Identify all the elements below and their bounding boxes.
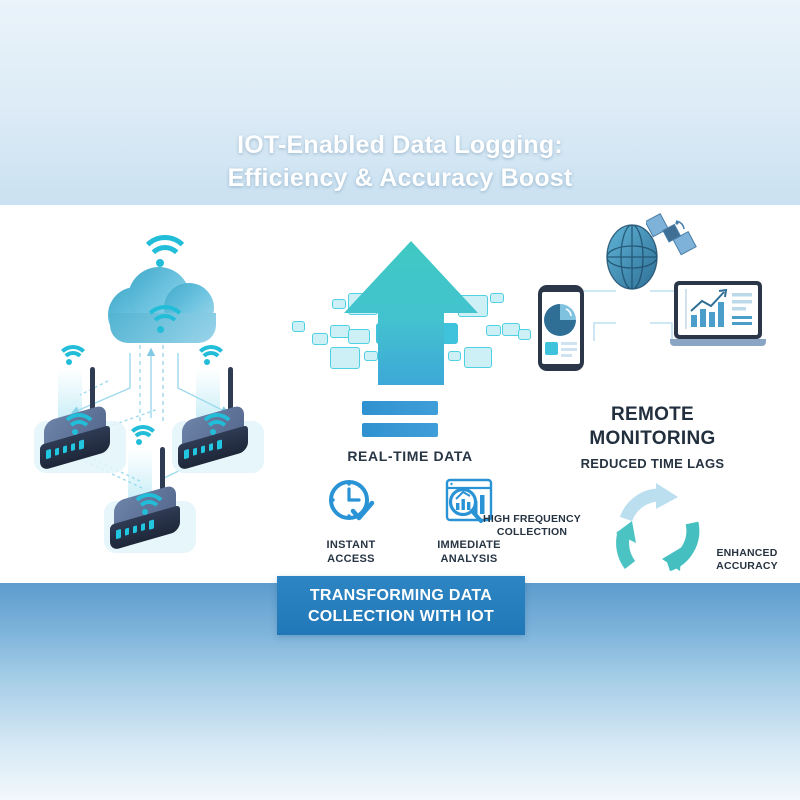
- banner-line-1: TRANSFORMING DATA: [309, 586, 493, 604]
- cycle-label-enhanced-accuracy-line-1: ENHANCED: [716, 547, 778, 559]
- smartphone-icon: [538, 285, 584, 371]
- arrow-bar-2: [362, 423, 438, 437]
- laptop-icon: [670, 281, 766, 353]
- cycle-label-high-frequency-line-1: HIGH FREQUENCY: [483, 513, 581, 525]
- bottom-banner: TRANSFORMING DATA COLLECTION WITH IOT: [277, 576, 525, 635]
- globe-icon: [598, 223, 666, 291]
- remote-monitoring-title-line-2: MONITORING: [589, 428, 716, 449]
- clock-check-icon: [329, 480, 375, 521]
- iot-network-diagram: [10, 213, 300, 568]
- real-time-feature-list: INSTANT ACCESS: [300, 477, 520, 566]
- satellite-icon: [646, 213, 697, 256]
- cycle-label-high-frequency-line-2: COLLECTION: [496, 526, 568, 538]
- feature-instant-access: INSTANT ACCESS: [305, 477, 397, 566]
- cycle-label-enhanced-accuracy: ENHANCED ACCURACY: [702, 547, 792, 573]
- cycle-label-high-frequency: HIGH FREQUENCY COLLECTION: [472, 513, 592, 539]
- router-bottom: [102, 425, 198, 557]
- remote-monitoring-section: REMOTE MONITORING REDUCED TIME LAGS H: [483, 213, 795, 573]
- banner-line-2: COLLECTION WITH IOT: [307, 607, 495, 625]
- title-line-2: Efficiency & Accuracy Boost: [227, 164, 573, 192]
- cycle-label-enhanced-accuracy-line-2: ACCURACY: [716, 560, 778, 572]
- content-panel: REAL-TIME DATA INSTANT ACCESS: [0, 205, 800, 583]
- remote-monitoring-title-line-1: REMOTE: [610, 404, 695, 425]
- real-time-data-section: REAL-TIME DATA INSTANT ACCESS: [292, 215, 531, 575]
- router-right: [170, 345, 266, 477]
- feature-instant-access-label: INSTANT ACCESS: [326, 539, 376, 565]
- arrow-bar-1: [362, 401, 438, 415]
- real-time-data-heading: REAL-TIME DATA: [347, 448, 473, 464]
- remote-monitoring-subtitle: REDUCED TIME LAGS: [580, 456, 725, 471]
- cloud-icon: [98, 263, 228, 343]
- title-line-1: IOT-Enabled Data Logging:: [237, 131, 563, 159]
- upward-arrow-icon: [326, 235, 496, 405]
- feature-immediate-analysis: IMMEDIATE ANALYSIS: [423, 477, 515, 566]
- feature-immediate-analysis-label-2: ANALYSIS: [440, 553, 498, 565]
- cycle-arrows-icon: [606, 481, 710, 581]
- poster-title: IOT-Enabled Data Logging: Efficiency & A…: [0, 118, 800, 206]
- remote-monitoring-title: REMOTE MONITORING: [520, 403, 785, 451]
- router-left: [32, 345, 128, 477]
- feature-immediate-analysis-label-1: IMMEDIATE: [437, 539, 501, 551]
- device-cluster: [520, 213, 785, 383]
- magnifier-chart-icon: [445, 478, 493, 523]
